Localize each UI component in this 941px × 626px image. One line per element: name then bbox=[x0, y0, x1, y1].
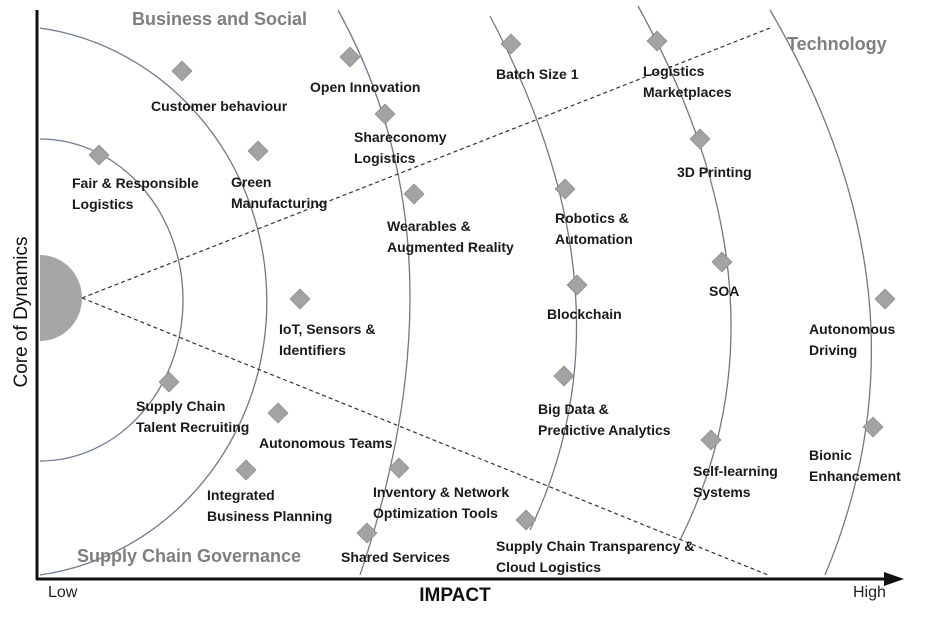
y-axis-title: Core of Dynamics bbox=[11, 236, 32, 388]
label-big-data-predictive-analytics: Big Data & Predictive Analytics bbox=[538, 401, 671, 438]
ring-3 bbox=[337, 9, 411, 576]
ring-2 bbox=[39, 27, 268, 576]
marker-robotics-automation bbox=[554, 178, 576, 200]
sector-supply-chain-governance: Supply Chain Governance bbox=[77, 546, 302, 566]
label-inventory-network-optimization-tools: Inventory & Network Optimization Tools bbox=[373, 484, 510, 521]
marker-iot-sensors-identifiers bbox=[289, 288, 311, 310]
x-axis-low-label: Low bbox=[48, 584, 78, 601]
label-autonomous-teams: Autonomous Teams bbox=[259, 435, 393, 451]
marker-autonomous-driving bbox=[874, 288, 896, 310]
marker-batch-size-1 bbox=[500, 33, 522, 55]
marker-customer-behaviour bbox=[171, 60, 193, 82]
marker-logistics-marketplaces bbox=[646, 30, 668, 52]
label-self-learning-systems: Self-learning Systems bbox=[693, 463, 778, 500]
label-customer-behaviour: Customer behaviour bbox=[151, 98, 288, 114]
marker-shareconomy-logistics bbox=[374, 103, 396, 125]
core-semicircle bbox=[40, 255, 82, 341]
label-blockchain: Blockchain bbox=[547, 306, 622, 322]
marker-open-innovation bbox=[339, 46, 361, 68]
marker-supply-chain-transparency-cloud-logistics bbox=[515, 509, 537, 531]
sector-business-social: Business and Social bbox=[132, 9, 308, 29]
label-3d-printing: 3D Printing bbox=[677, 164, 752, 180]
marker-fair-responsible-logistics bbox=[88, 144, 110, 166]
marker-blockchain bbox=[566, 274, 588, 296]
marker-wearables-augmented-reality bbox=[403, 183, 425, 205]
divider-lower bbox=[81, 297, 769, 576]
marker-bionic-enhancement bbox=[862, 416, 884, 438]
marker-supply-chain-talent-recruiting bbox=[158, 371, 180, 393]
label-fair-responsible-logistics: Fair & Responsible Logistics bbox=[72, 175, 199, 212]
marker-soa bbox=[711, 251, 733, 273]
label-supply-chain-talent-recruiting: Supply Chain Talent Recruiting bbox=[136, 398, 250, 435]
x-axis-high-label: High bbox=[853, 584, 886, 601]
marker-shared-services bbox=[356, 522, 378, 544]
ring-5 bbox=[637, 5, 732, 541]
marker-3d-printing bbox=[689, 128, 711, 150]
label-soa: SOA bbox=[709, 283, 740, 299]
label-wearables-augmented-reality: Wearables & Augmented Reality bbox=[387, 218, 514, 255]
marker-integrated-business-planning bbox=[235, 459, 257, 481]
label-batch-size-1: Batch Size 1 bbox=[496, 66, 579, 82]
x-axis-arrowhead bbox=[884, 572, 904, 586]
label-autonomous-driving: Autonomous Driving bbox=[809, 321, 896, 358]
label-bionic-enhancement: Bionic Enhancement bbox=[809, 447, 901, 484]
label-shared-services: Shared Services bbox=[341, 549, 450, 565]
label-green-manufacturing: Green Manufacturing bbox=[231, 174, 328, 211]
label-shareconomy-logistics: Shareconomy Logistics bbox=[354, 129, 447, 166]
label-open-innovation: Open Innovation bbox=[310, 79, 421, 95]
label-iot-sensors-identifiers: IoT, Sensors & Identifiers bbox=[279, 321, 376, 358]
x-axis-title: IMPACT bbox=[419, 585, 491, 606]
ring-6 bbox=[769, 9, 873, 576]
marker-green-manufacturing bbox=[247, 140, 269, 162]
ring-4 bbox=[489, 15, 578, 531]
marker-big-data-predictive-analytics bbox=[553, 365, 575, 387]
label-robotics-automation: Robotics & Automation bbox=[555, 210, 633, 247]
sector-technology: Technology bbox=[787, 34, 887, 54]
label-logistics-marketplaces: Logistics Marketplaces bbox=[643, 63, 732, 100]
marker-inventory-network-optimization-tools bbox=[388, 457, 410, 479]
marker-autonomous-teams bbox=[267, 402, 289, 424]
label-integrated-business-planning: Integrated Business Planning bbox=[207, 487, 333, 524]
marker-self-learning-systems bbox=[700, 429, 722, 451]
label-supply-chain-transparency-cloud-logistics: Supply Chain Transparency & Cloud Logist… bbox=[496, 538, 695, 575]
